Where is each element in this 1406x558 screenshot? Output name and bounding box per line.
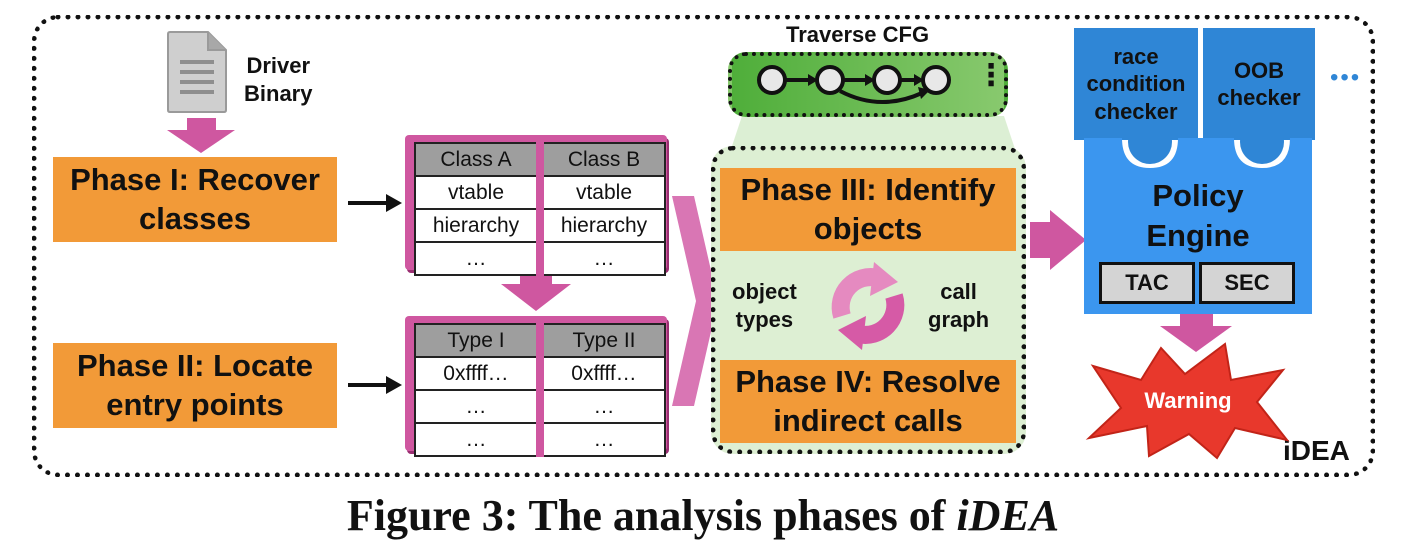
cycle-icon: [831, 262, 905, 350]
cfg-node: [815, 65, 845, 95]
type-table-grid: Type I Type II 0xffff… 0xffff… … … … …: [414, 323, 666, 457]
cfg-graph: [757, 65, 951, 104]
cfg-title: Traverse CFG: [786, 22, 930, 47]
tac-box: TAC: [1099, 262, 1195, 304]
class-table-header: Class B: [536, 142, 666, 177]
class-table-cell: …: [536, 241, 666, 276]
sec-box: SEC: [1199, 262, 1295, 304]
type-table-cell: 0xffff…: [414, 356, 541, 391]
system-label: iDEA: [1283, 435, 1350, 466]
class-table-grid: Class A Class B vtable vtable hierarchy …: [414, 142, 666, 276]
type-table-cell: 0xffff…: [536, 356, 666, 391]
cfg-node: [757, 65, 787, 95]
cfg-node: [872, 65, 902, 95]
document-icon: [167, 31, 227, 113]
type-table-header: Type I: [414, 323, 541, 358]
cfg-more-icon: ⋮: [976, 59, 1006, 92]
type-table-cell: …: [536, 422, 666, 457]
chevron-to-analysis: [672, 196, 718, 406]
system-boundary: [32, 15, 1375, 477]
type-table-cell: …: [414, 389, 541, 424]
type-table-cell: …: [536, 389, 666, 424]
arrow-engine-to-warning: [1160, 314, 1232, 352]
arrow-binary-to-phase1: [167, 118, 235, 153]
class-table-cell: vtable: [414, 175, 541, 210]
cfg-node: [921, 65, 951, 95]
arrow-analysis-to-engine: [1030, 210, 1086, 270]
warning-burst-icon: [1085, 342, 1290, 460]
warning-label: Warning: [1144, 388, 1232, 413]
figure-caption: Figure 3: The analysis phases of iDEA: [346, 491, 1060, 540]
more-checkers-icon: •••: [1330, 64, 1362, 91]
arrow-classes-to-types: [501, 272, 571, 311]
class-table-cell: hierarchy: [414, 208, 541, 243]
cfg-box: [728, 52, 1008, 117]
class-table-cell: vtable: [536, 175, 666, 210]
type-table-header: Type II: [536, 323, 666, 358]
class-table-header: Class A: [414, 142, 541, 177]
type-table-cell: …: [414, 422, 541, 457]
class-table-cell: hierarchy: [536, 208, 666, 243]
class-table-cell: …: [414, 241, 541, 276]
